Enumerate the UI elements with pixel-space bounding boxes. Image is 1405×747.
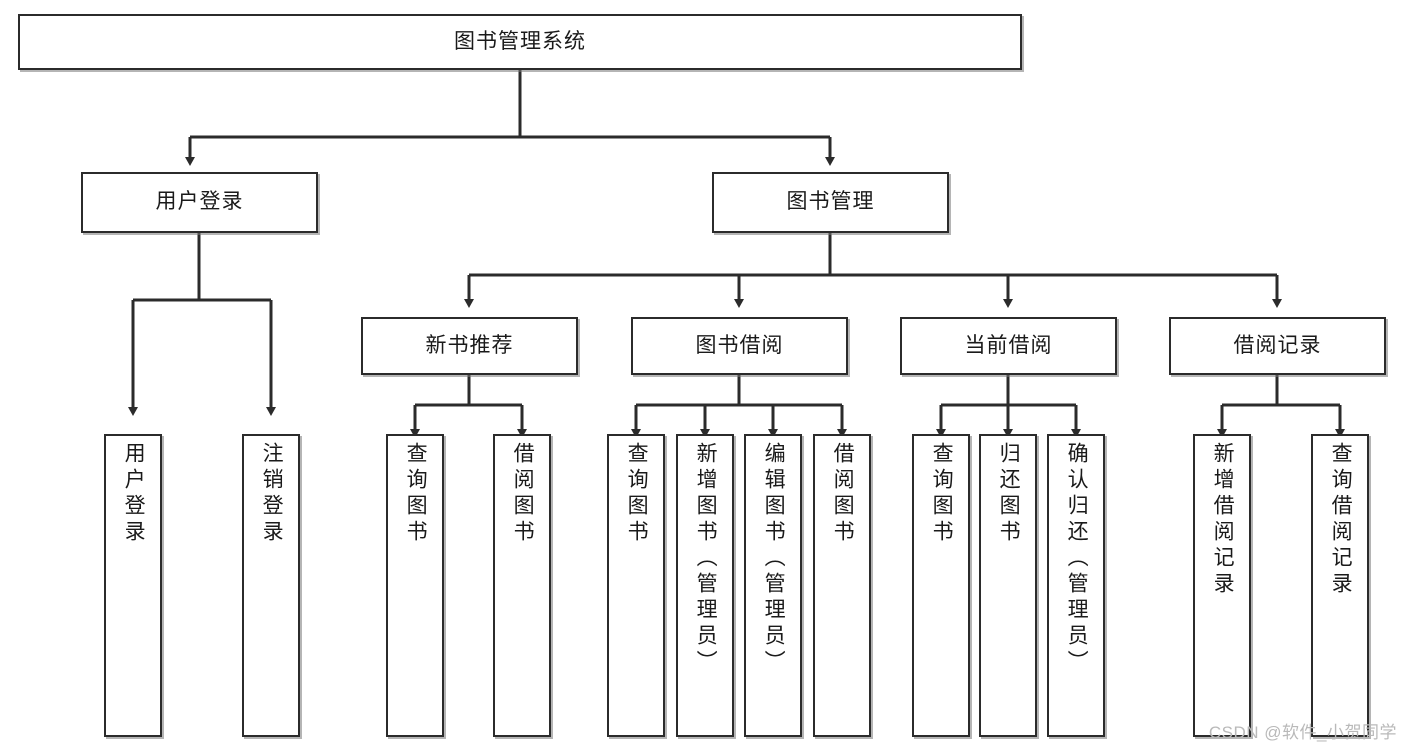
node-leaf-query-book-1-label: 查询图书 bbox=[404, 442, 428, 546]
node-book-borrow-label: 图书借阅 bbox=[695, 333, 784, 357]
node-user-login[interactable]: 用户登录 bbox=[81, 172, 318, 233]
node-leaf-query-record[interactable]: 查询借阅记录 bbox=[1311, 434, 1369, 737]
node-leaf-logout-label: 注销登录 bbox=[260, 442, 284, 546]
node-leaf-return-book[interactable]: 归还图书 bbox=[979, 434, 1037, 737]
node-leaf-logout[interactable]: 注销登录 bbox=[242, 434, 300, 737]
node-leaf-user-login-label: 用户登录 bbox=[122, 442, 146, 546]
node-leaf-query-record-label: 查询借阅记录 bbox=[1329, 442, 1353, 598]
node-user-login-label: 用户登录 bbox=[155, 190, 244, 214]
node-new-book-rec[interactable]: 新书推荐 bbox=[361, 317, 578, 375]
node-leaf-query-book-3[interactable]: 查询图书 bbox=[912, 434, 970, 737]
node-leaf-return-book-label: 归还图书 bbox=[997, 442, 1021, 546]
node-borrow-record[interactable]: 借阅记录 bbox=[1169, 317, 1386, 375]
node-leaf-query-book-2[interactable]: 查询图书 bbox=[607, 434, 665, 737]
node-book-borrow[interactable]: 图书借阅 bbox=[631, 317, 848, 375]
node-current-borrow[interactable]: 当前借阅 bbox=[900, 317, 1117, 375]
node-leaf-query-book-3-label: 查询图书 bbox=[930, 442, 954, 546]
node-leaf-borrow-book-1[interactable]: 借阅图书 bbox=[493, 434, 551, 737]
node-leaf-edit-book[interactable]: 编辑图书（管理员） bbox=[744, 434, 802, 737]
node-book-manage[interactable]: 图书管理 bbox=[712, 172, 949, 233]
node-new-book-rec-label: 新书推荐 bbox=[425, 333, 514, 357]
node-current-borrow-label: 当前借阅 bbox=[964, 333, 1053, 357]
node-root-label: 图书管理系统 bbox=[454, 29, 586, 53]
node-leaf-borrow-book-1-label: 借阅图书 bbox=[511, 442, 535, 546]
node-book-manage-label: 图书管理 bbox=[786, 190, 875, 214]
node-leaf-add-record[interactable]: 新增借阅记录 bbox=[1193, 434, 1251, 737]
csdn-watermark: CSDN @软件_小贺同学 bbox=[1208, 723, 1397, 742]
node-leaf-add-record-label: 新增借阅记录 bbox=[1211, 442, 1235, 598]
node-leaf-add-book[interactable]: 新增图书（管理员） bbox=[676, 434, 734, 737]
node-leaf-add-book-label: 新增图书（管理员） bbox=[694, 442, 718, 676]
node-leaf-query-book-1[interactable]: 查询图书 bbox=[386, 434, 444, 737]
node-leaf-query-book-2-label: 查询图书 bbox=[625, 442, 649, 546]
node-leaf-confirm-return-label: 确认归还（管理员） bbox=[1065, 442, 1089, 676]
node-leaf-user-login[interactable]: 用户登录 bbox=[104, 434, 162, 737]
node-root[interactable]: 图书管理系统 bbox=[18, 14, 1022, 70]
node-borrow-record-label: 借阅记录 bbox=[1233, 333, 1322, 357]
node-leaf-confirm-return[interactable]: 确认归还（管理员） bbox=[1047, 434, 1105, 737]
node-leaf-edit-book-label: 编辑图书（管理员） bbox=[762, 442, 786, 676]
node-leaf-borrow-book-2-label: 借阅图书 bbox=[831, 442, 855, 546]
node-leaf-borrow-book-2[interactable]: 借阅图书 bbox=[813, 434, 871, 737]
